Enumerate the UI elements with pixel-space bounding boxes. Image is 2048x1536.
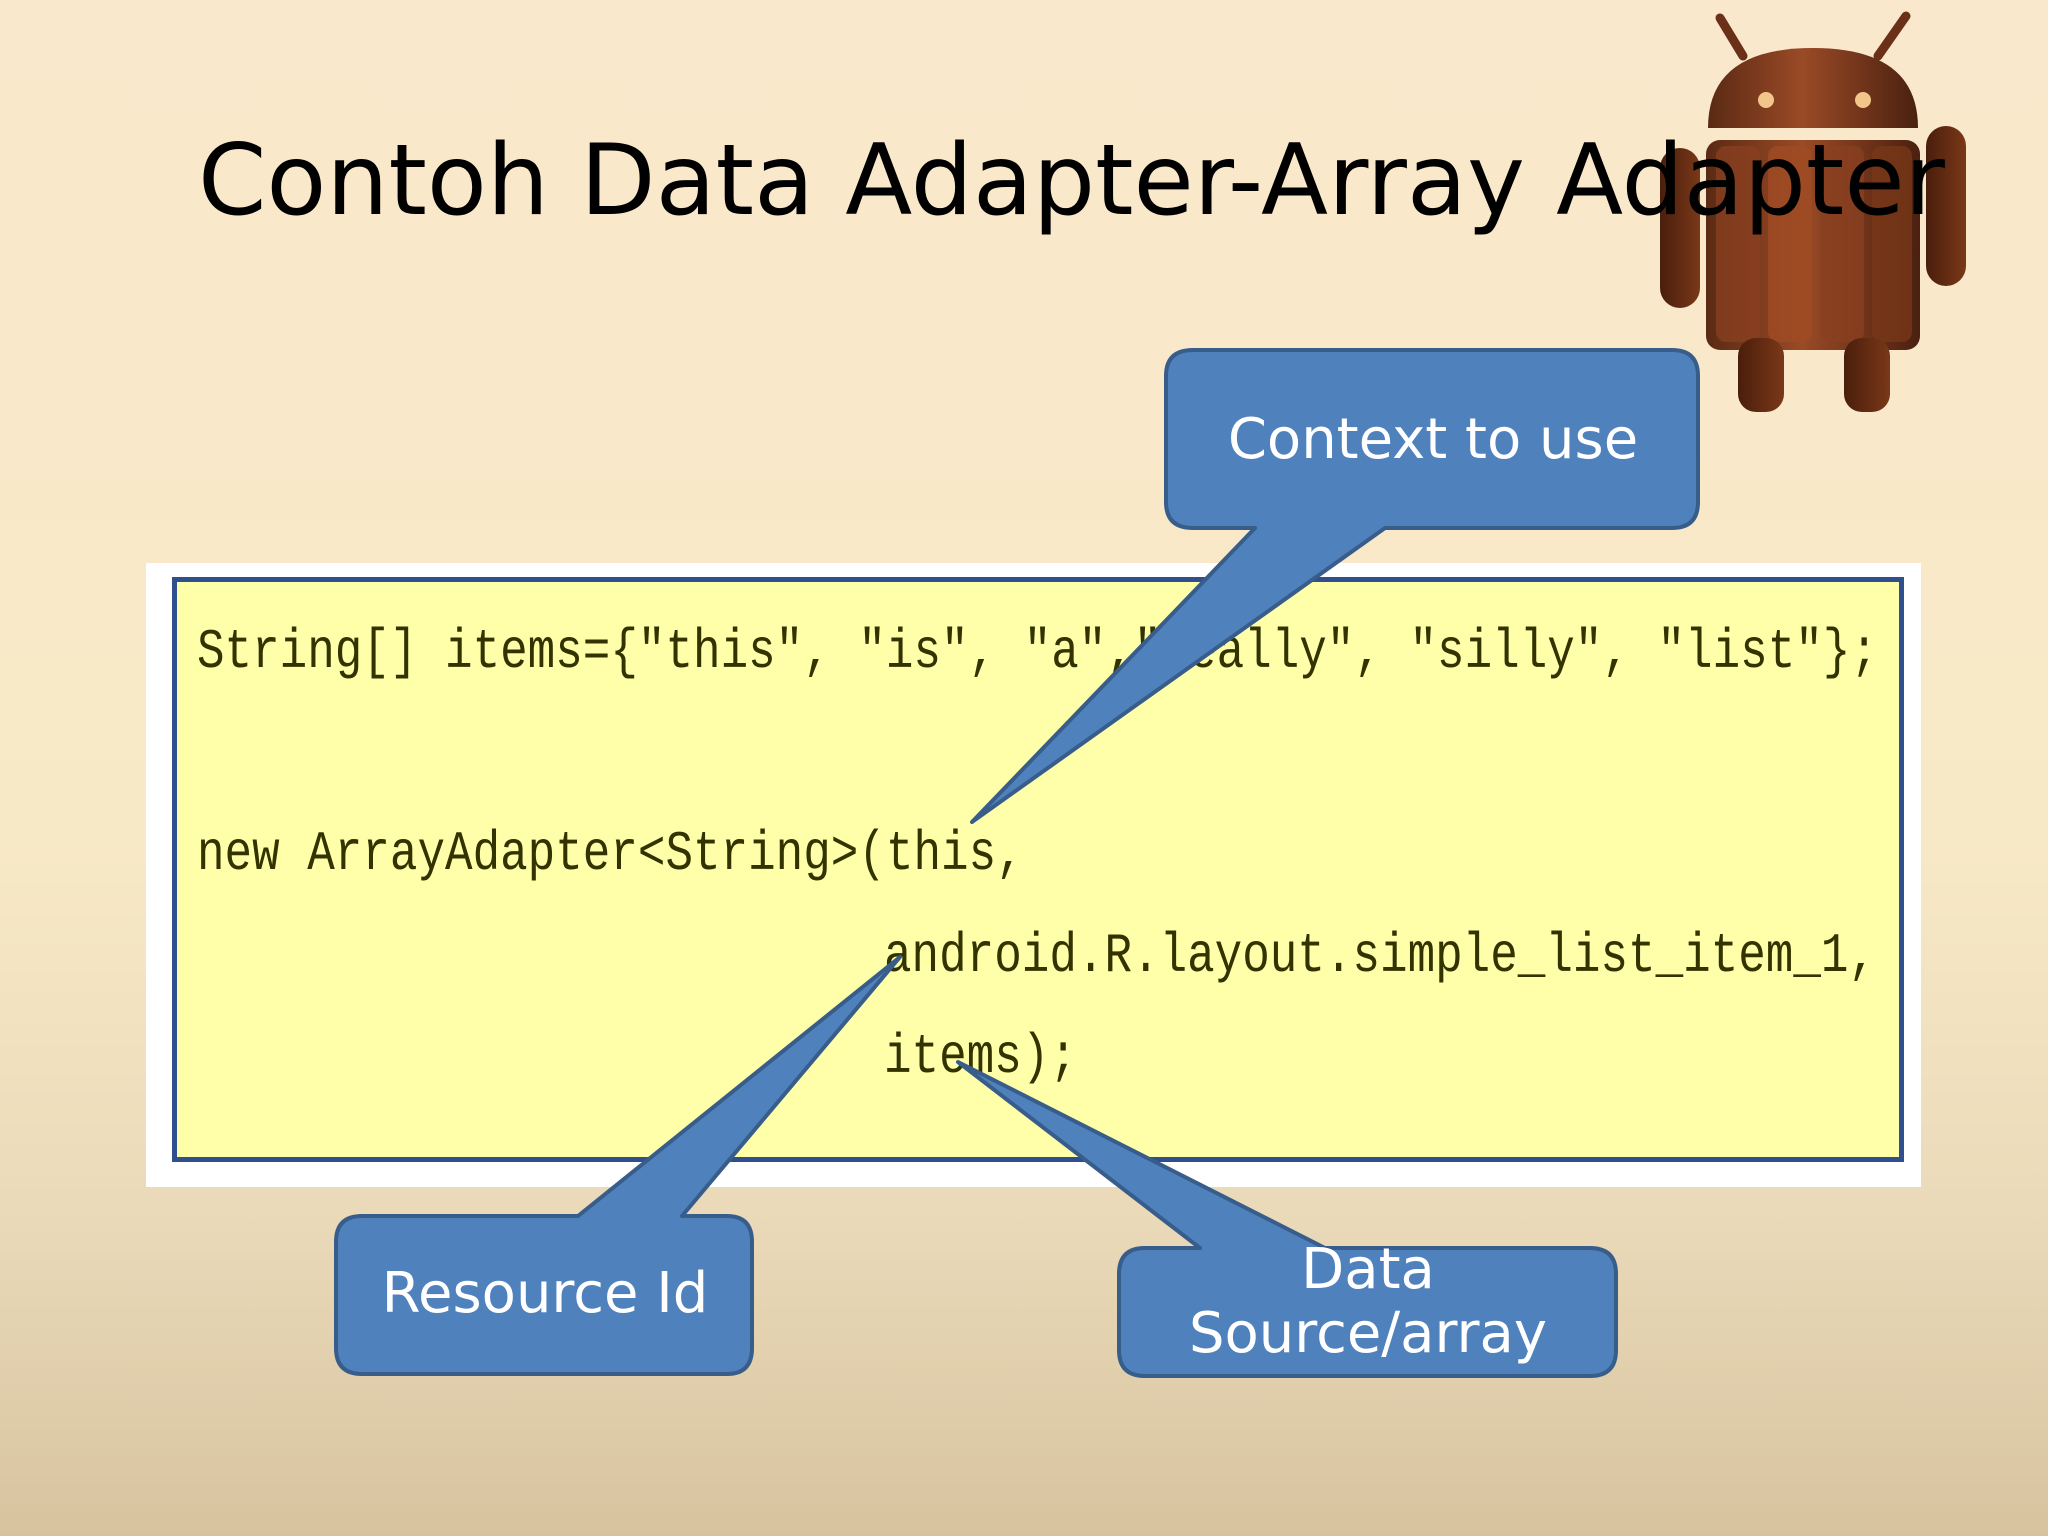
callout-resource-shape	[334, 955, 902, 1376]
code-line-items: String[] items={"this", "is", "a","reall…	[197, 620, 1878, 684]
slide-title: Contoh Data Adapter-Array Adapter	[198, 124, 1945, 238]
callout-context-shape	[970, 348, 1700, 824]
code-line-new-adapter: new ArrayAdapter<String>(this,	[197, 822, 1024, 886]
callout-source-label: Data Source/array	[1188, 1237, 1548, 1367]
callout-context-label: Context to use	[1227, 407, 1639, 472]
code-block: String[] items={"this", "is", "a","reall…	[172, 577, 1904, 1162]
code-frame: String[] items={"this", "is", "a","reall…	[146, 563, 1921, 1187]
callout-resource-label: Resource Id	[381, 1261, 709, 1326]
android-kitkat-mascot-icon	[1660, 11, 1966, 412]
callout-source-shape	[956, 1060, 1618, 1378]
code-line-resource: android.R.layout.simple_list_item_1,	[884, 924, 1877, 988]
